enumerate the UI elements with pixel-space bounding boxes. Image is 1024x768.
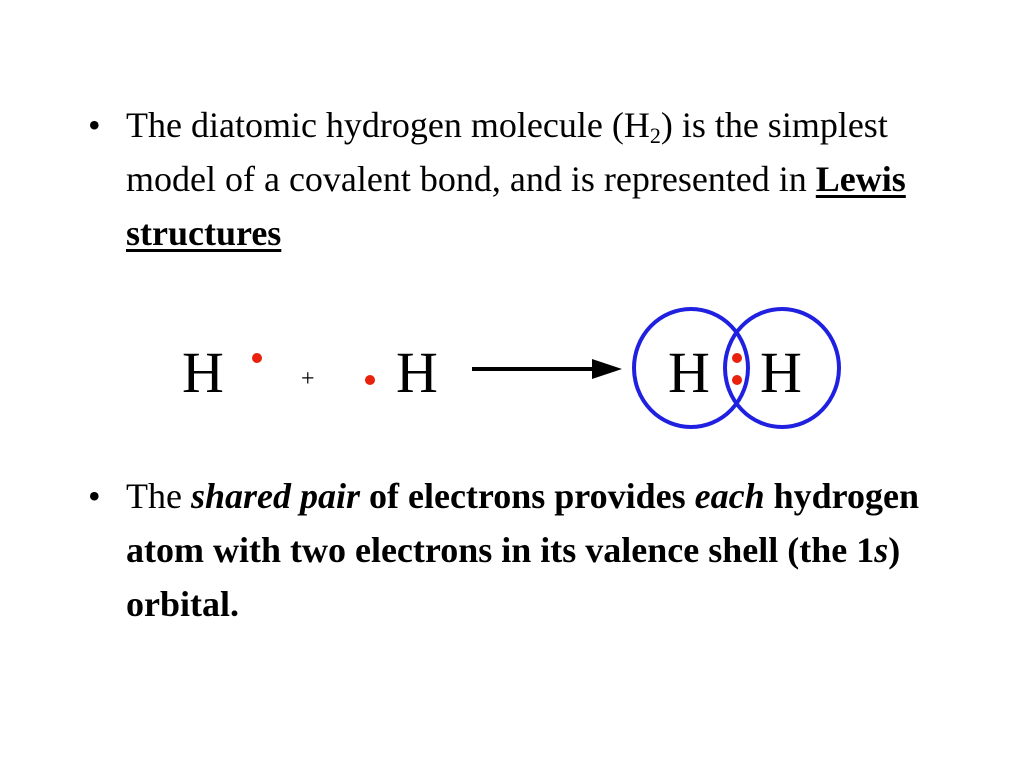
- orbital-right: [723, 307, 841, 429]
- product-h-right: H: [760, 340, 802, 405]
- hydrogen-atom-left: H: [182, 340, 224, 405]
- product-h-left: H: [668, 340, 710, 405]
- bullet-1-text: The diatomic hydrogen molecule (H2) is t…: [126, 105, 906, 253]
- lewis-structures-link[interactable]: Lewis structures: [126, 159, 906, 253]
- bullet-1: • The diatomic hydrogen molecule (H2) is…: [88, 98, 938, 268]
- electron-dot: [365, 375, 375, 385]
- orbital-left: [632, 307, 750, 429]
- hydrogen-atom-right: H: [396, 340, 438, 405]
- bullet-marker: •: [88, 105, 101, 145]
- bullet-marker: •: [88, 476, 101, 516]
- bullet-2-text: The shared pair of electrons provides ea…: [126, 476, 919, 624]
- shared-electron: [732, 375, 742, 385]
- shared-electron: [732, 353, 742, 363]
- arrow-head-icon: [592, 359, 622, 379]
- bullet-2: • The shared pair of electrons provides …: [88, 469, 968, 639]
- electron-dot: [252, 353, 262, 363]
- plus-sign: +: [301, 366, 315, 392]
